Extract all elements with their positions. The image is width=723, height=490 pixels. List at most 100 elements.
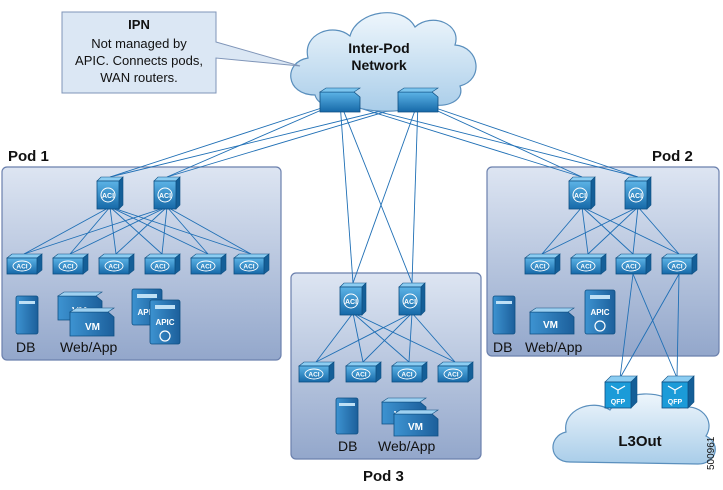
pod2-spine-switch-2: ACI [624,176,652,210]
pod3-leaf-switch-2-aci-text: ACI [355,372,366,379]
qfp-router-2-label: QFP [668,399,683,406]
pod1-leaf-switch-3-aci-text: ACI [108,264,119,271]
pod1-fabric-link-1-3 [109,206,117,255]
pod3-fabric-link-1-4 [352,312,456,363]
pod2-leaf-switch-4: ACI [661,253,698,275]
pod2-db-label: DB [493,339,512,355]
pod1-vm-label-2: VM [85,322,100,333]
pod3-fabric-link-2-3 [408,312,413,363]
pod3-spine-1-ipn-link-2 [352,101,419,284]
pod1-leaf-switch-2: ACI [52,253,89,275]
pod1-apic-label-1: APIC [137,308,156,317]
pod2-label: Pod 2 [652,148,693,165]
pod1-leaf-switch-2-aci-text: ACI [62,264,73,271]
pod2-border-leaf-qfp-link-4 [676,273,680,379]
pod3-fabric-link-1-1 [315,312,354,363]
pod3-label: Pod 3 [363,468,404,485]
pod3-fabric-link-2-4 [411,312,456,363]
l3out-label: L3Out [618,433,661,450]
pod1-spine-2-ipn-link-2 [166,101,419,178]
pod3-leaf-switch-1: ACI [298,361,335,383]
pod2-leaf-switch-4-aci-text: ACI [671,264,682,271]
pod1-leaf-switch-1: ACI [6,253,43,275]
pod3-leaf-switch-1-aci-text: ACI [308,372,319,379]
pod1-fabric-link-2-4 [161,206,168,255]
ipn-router-left [319,87,361,113]
ipn-callout: IPN Not managed by APIC. Connects pods, … [61,11,301,94]
qfp-router-2: QFP [661,375,695,409]
pod1-fabric-link-1-1 [23,206,111,255]
pod2-leaf-switch-2: ACI [570,253,607,275]
pod1-apic-label-2: APIC [155,318,174,327]
pod2-spine-switch-1: ACI [568,176,596,210]
callout-line-3: WAN routers. [100,70,178,85]
pod1-fabric-link-1-4 [109,206,163,255]
pod1-leaf-switch-6: ACI [233,253,270,275]
pod3-spine-switch-1: ACI [339,282,367,316]
pod2-leaf-switch-3: ACI [615,253,652,275]
pod2-fabric-link-2-3 [632,206,639,255]
pod2-apic-label: APIC [590,308,609,317]
qfp-router-1: QFP [604,375,638,409]
pod1-spine-switch-1-aci-text: ACI [102,193,114,200]
callout-line-2: APIC. Connects pods, [75,53,203,68]
pod1-spine-switch-1: ACI [96,176,124,210]
pod1-leaf-switch-5-aci-text: ACI [200,264,211,271]
pod2-border-leaf-qfp-link-3 [619,273,680,379]
pod2-fabric-link-1-2 [581,206,589,255]
pod1-spine-1-ipn-link-1 [109,101,341,178]
pod2-fabric-link-1-4 [581,206,680,255]
pod2-fabric-link-2-1 [541,206,639,255]
pod3-vm-stack: VM VM [381,397,439,437]
figure-id: 500961 [706,436,717,470]
callout-title: IPN [128,17,150,32]
pod1-fabric-link-2-2 [69,206,168,255]
pod2-fabric-link-2-2 [587,206,639,255]
pod2-spine-switch-1-aci-text: ACI [574,193,586,200]
pod1-leaf-switch-4-aci-text: ACI [154,264,165,271]
pod1-label: Pod 1 [8,148,49,165]
pod1-apic-cluster: APIC APIC [131,288,181,345]
pod3-fabric-link-1-2 [352,312,364,363]
pod3-leaf-switch-4: ACI [437,361,474,383]
l3out-cloud: L3Out [552,393,716,465]
pod2-border-leaf-qfp-link-1 [619,273,634,379]
pod2-leaf-switch-1: ACI [524,253,561,275]
pod3-leaf-switch-3: ACI [391,361,428,383]
pod3-spine-2-ipn-link-1 [339,101,413,284]
pod2-spine-switch-2-aci-text: ACI [630,193,642,200]
pod3-fabric-link-2-1 [315,312,413,363]
pod2-fabric-link-1-1 [541,206,583,255]
pod3-leaf-switch-4-aci-text: ACI [447,372,458,379]
pod1-fabric-link-2-1 [23,206,168,255]
pod3-spine-2-ipn-link-2 [411,101,419,284]
pod1-fabric-link-1-6 [109,206,252,255]
pod3-vm-label-2: VM [408,422,423,433]
pod2-leaf-switch-3-aci-text: ACI [625,264,636,271]
pod1-spine-switch-2-aci-text: ACI [159,193,171,200]
pod1-leaf-switch-3: ACI [98,253,135,275]
pod2-leaf-switch-2-aci-text: ACI [580,264,591,271]
pod3-fabric-link-2-2 [362,312,413,363]
pod2-border-leaf-qfp-link-2 [632,273,678,379]
pod2-webapp-label: Web/App [525,339,583,355]
pod1-fabric-link-2-6 [166,206,252,255]
pod2-spine-2-ipn-link-2 [417,101,639,178]
pod3-spine-switch-2-aci-text: ACI [404,299,416,306]
ipn-cloud: Inter-Pod Network [290,12,477,112]
pod2-spine-2-ipn-link-1 [339,101,639,178]
pod1-leaf-switch-6-aci-text: ACI [243,264,254,271]
pod1-vm-stack: VM VM [57,291,115,337]
pod3-leaf-switch-2: ACI [345,361,382,383]
ipn-cloud-label-line1: Inter-Pod [348,40,409,56]
pod1-fabric-link-2-3 [115,206,168,255]
pod2-fabric-link-1-3 [581,206,634,255]
pod1-spine-2-ipn-link-1 [166,101,341,178]
pod1-spine-switch-2: ACI [153,176,181,210]
callout-line-1: Not managed by [91,36,187,51]
pod1-fabric-link-2-5 [166,206,209,255]
pod1-fabric-link-1-5 [109,206,209,255]
pod2-fabric-link-2-4 [637,206,680,255]
pod2-spine-1-ipn-link-2 [417,101,583,178]
